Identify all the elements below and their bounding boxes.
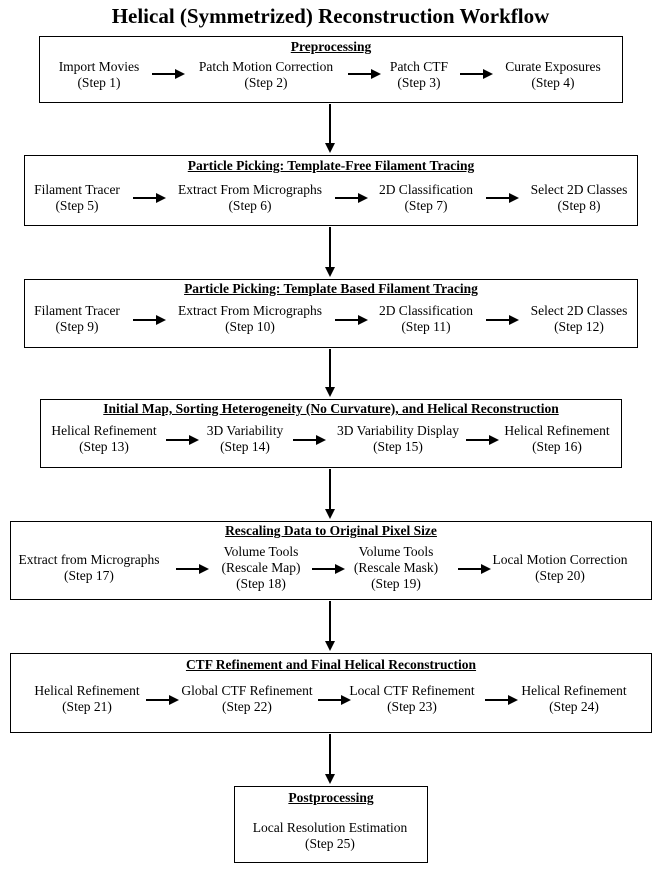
step-node: Patch Motion Correction(Step 2) [198, 59, 334, 90]
stage-initial-map: Initial Map, Sorting Heterogeneity (No C… [40, 399, 622, 468]
flow-arrow [312, 564, 345, 574]
step-node: Filament Tracer(Step 5) [34, 182, 120, 213]
step-node: Patch CTF(Step 3) [389, 59, 449, 90]
stage-heading: Rescaling Data to Original Pixel Size [225, 523, 437, 538]
flow-arrow [466, 435, 499, 445]
step-node: Volume Tools(Rescale Map)(Step 18) [221, 544, 301, 591]
stage-heading: Initial Map, Sorting Heterogeneity (No C… [103, 401, 559, 416]
step-node: Curate Exposures(Step 4) [505, 59, 601, 90]
step-node: Helical Refinement(Step 16) [504, 423, 610, 454]
stage-arrow [325, 734, 335, 784]
stage-template-based-picking: Particle Picking: Template Based Filamen… [24, 279, 638, 348]
stage-postprocessing: Postprocessing [234, 786, 428, 863]
stage-arrow [325, 349, 335, 397]
stage-heading: Postprocessing [288, 790, 374, 805]
stage-rescaling: Rescaling Data to Original Pixel Size [10, 521, 652, 600]
flow-arrow [486, 193, 519, 203]
flow-arrow [133, 193, 166, 203]
flow-arrow [335, 315, 368, 325]
flow-arrow [485, 695, 518, 705]
step-node: 2D Classification(Step 7) [378, 182, 474, 213]
stage-heading: CTF Refinement and Final Helical Reconst… [185, 657, 477, 672]
stage-heading: Particle Picking: Template Based Filamen… [184, 281, 478, 296]
step-node: Local Motion Correction(Step 20) [492, 552, 628, 583]
step-node: 2D Classification(Step 11) [378, 303, 474, 334]
step-node: Helical Refinement(Step 24) [521, 683, 627, 714]
step-node: Select 2D Classes(Step 12) [530, 303, 628, 334]
step-node: Extract From Micrographs(Step 6) [178, 182, 322, 213]
step-node: Extract from Micrographs(Step 17) [18, 552, 160, 583]
stage-arrow [325, 227, 335, 277]
step-node: Select 2D Classes(Step 8) [530, 182, 628, 213]
step-node: Filament Tracer(Step 9) [34, 303, 120, 334]
flow-arrow [133, 315, 166, 325]
flow-arrow [458, 564, 491, 574]
step-node: Volume Tools(Rescale Mask)(Step 19) [353, 544, 439, 591]
stage-preprocessing: Preprocessing [39, 36, 623, 103]
step-node: Extract From Micrographs(Step 10) [178, 303, 322, 334]
stage-heading: Particle Picking: Template-Free Filament… [187, 158, 475, 173]
stage-heading: Preprocessing [290, 39, 372, 54]
flow-arrow [318, 695, 351, 705]
step-node: 3D Variability(Step 14) [206, 423, 284, 454]
flow-arrow [152, 69, 185, 79]
flow-arrow [176, 564, 209, 574]
step-node: Local CTF Refinement(Step 23) [349, 683, 475, 714]
diagram-title: Helical (Symmetrized) Reconstruction Wor… [111, 4, 550, 28]
stage-arrow [325, 104, 335, 153]
step-node: 3D Variability Display(Step 15) [337, 423, 459, 454]
stage-arrow [325, 601, 335, 651]
flow-arrow [146, 695, 179, 705]
flow-arrow [293, 435, 326, 445]
step-node: Helical Refinement(Step 13) [51, 423, 157, 454]
flow-arrow [335, 193, 368, 203]
flow-arrow [166, 435, 199, 445]
stage-arrow [325, 469, 335, 519]
flow-arrow [486, 315, 519, 325]
stage-ctf-refinement: CTF Refinement and Final Helical Reconst… [10, 653, 652, 733]
step-node: Local Resolution Estimation(Step 25) [252, 820, 408, 851]
step-node: Global CTF Refinement(Step 22) [181, 683, 313, 714]
stage-template-free-picking: Particle Picking: Template-Free Filament… [24, 155, 638, 226]
step-node: Import Movies(Step 1) [58, 59, 140, 90]
flow-arrow [348, 69, 381, 79]
flow-arrow [460, 69, 493, 79]
step-node: Helical Refinement(Step 21) [34, 683, 140, 714]
